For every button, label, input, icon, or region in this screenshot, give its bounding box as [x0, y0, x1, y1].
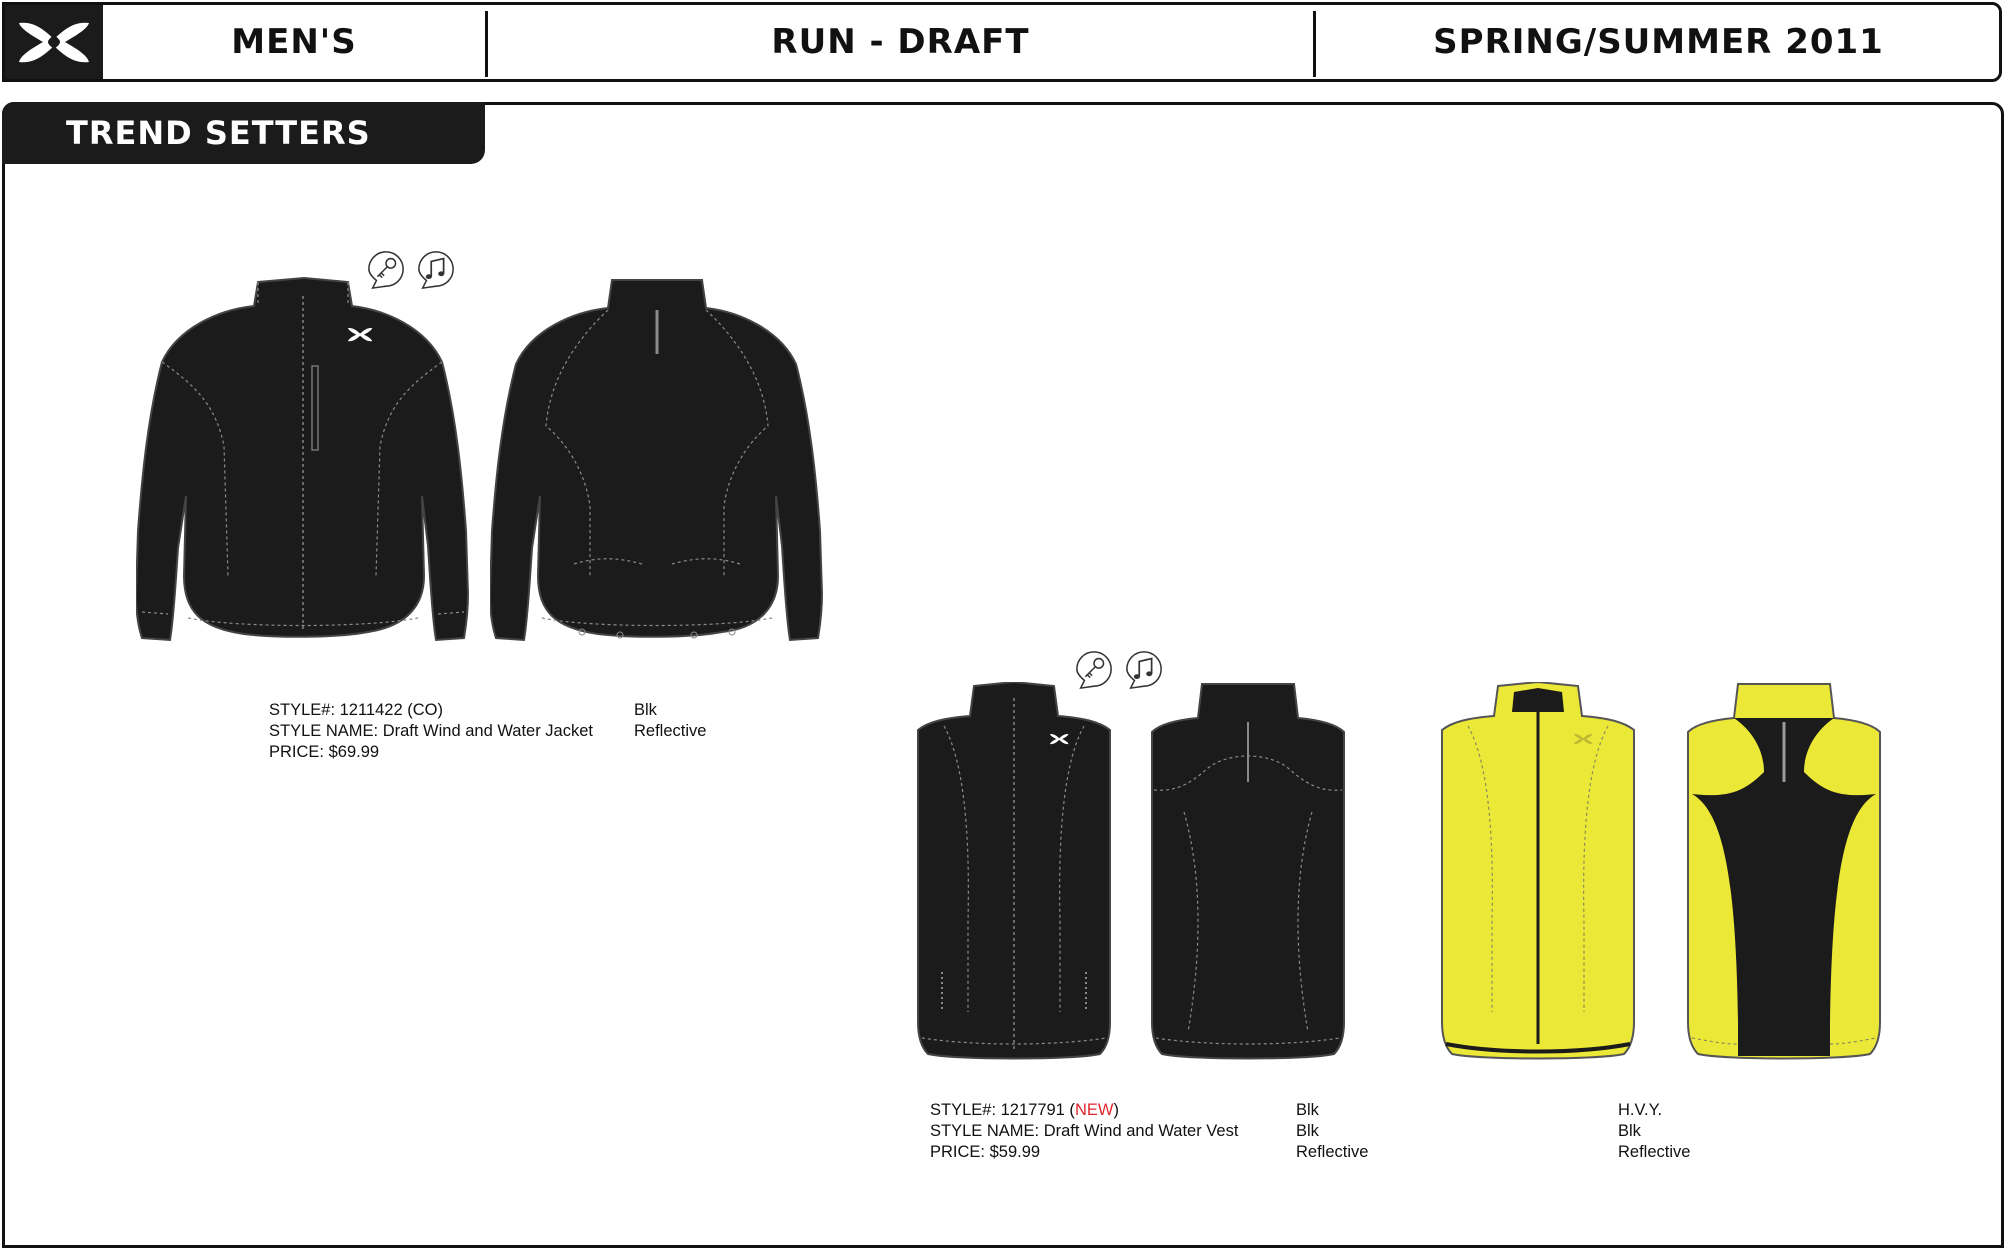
style-name: STYLE NAME: Draft Wind and Water Vest [930, 1122, 1239, 1140]
colorway-line: Blk [1296, 1122, 1319, 1140]
colorway-line: Reflective [1296, 1143, 1369, 1161]
style-number: STYLE#: 1217791 (NEW) [930, 1101, 1119, 1119]
gender-label: MEN'S [231, 22, 357, 62]
header-divider [485, 11, 488, 77]
price: PRICE: $59.99 [930, 1143, 1041, 1161]
style-number: STYLE#: 1211422 (CO) [269, 701, 443, 719]
product-spec: STYLE#: 1211422 (CO) STYLE NAME: Draft W… [269, 700, 593, 763]
jacket-front-illustration [136, 276, 470, 642]
style-name: STYLE NAME: Draft Wind and Water Jacket [269, 722, 593, 740]
product-spec: STYLE#: 1217791 (NEW) STYLE NAME: Draft … [930, 1100, 1238, 1163]
colorway-line: Blk [1296, 1101, 1319, 1119]
section-title: TREND SETTERS [2, 102, 485, 164]
page-header: MEN'S RUN - DRAFT SPRING/SUMMER 2011 [2, 2, 2002, 82]
vest-black-front-illustration [917, 682, 1111, 1060]
colorway-spec: H.V.Y. Blk Reflective [1618, 1100, 1690, 1163]
collection-label: RUN - DRAFT [771, 22, 1030, 62]
key-icon [368, 251, 404, 289]
colorway-line: Blk [634, 701, 657, 719]
music-note-icon [418, 251, 454, 289]
jacket-back-illustration [490, 279, 824, 642]
colorway-line: Reflective [634, 722, 707, 740]
price: PRICE: $69.99 [269, 743, 380, 761]
season-label: SPRING/SUMMER 2011 [1433, 22, 1884, 62]
colorway-spec: Blk Reflective [634, 700, 706, 742]
colorway-line: Blk [1618, 1122, 1641, 1140]
vest-black-back-illustration [1151, 683, 1345, 1060]
vest-yellow-front-illustration [1441, 682, 1635, 1060]
colorway-line: Reflective [1618, 1143, 1691, 1161]
new-badge: NEW [1074, 1101, 1114, 1119]
colorway-spec: Blk Blk Reflective [1296, 1100, 1368, 1163]
content-panel: TREND SETTERS [2, 102, 2004, 1248]
header-divider [1313, 11, 1316, 77]
colorway-line: H.V.Y. [1618, 1101, 1663, 1119]
under-armour-logo [5, 5, 103, 79]
vest-yellow-back-illustration [1687, 683, 1881, 1060]
